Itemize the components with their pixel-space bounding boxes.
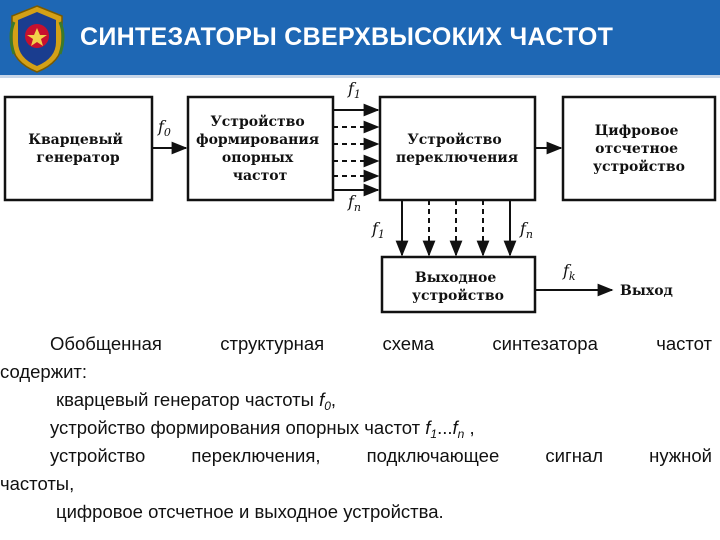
f1-top-label: f1	[347, 80, 361, 101]
item-quartz: кварцевый генератор частоты f0,	[56, 389, 337, 413]
quartz-generator-block	[3, 95, 154, 202]
f1-bottom-label: f1	[371, 219, 385, 241]
intro-line: Обобщенная структурная схема синтезатора…	[50, 333, 712, 354]
f0-label: f0	[157, 117, 171, 139]
quartz-generator-label: Кварцевый генератор	[28, 131, 128, 166]
output-label: Выход	[620, 283, 673, 299]
switching-device-block	[378, 95, 537, 202]
item-readout-output: цифровое отсчетное и выходное устройства…	[56, 501, 444, 522]
fn-mid-label: fn	[347, 192, 361, 214]
item-reference: устройство формирования опорных частот f…	[50, 417, 475, 441]
description-text: Обобщенная структурная схема синтезатора…	[0, 330, 712, 526]
fk-label: fk	[562, 261, 576, 283]
digital-readout-label: Цифровое отсчетное устройство	[593, 123, 685, 175]
item-switching-continuation: частоты,	[0, 473, 75, 494]
intro-continuation: содержит:	[0, 361, 88, 382]
item-switching: устройство переключения, подключающее си…	[50, 445, 712, 466]
page-title: СИНТЕЗАТОРЫ СВЕРХВЫСОКИХ ЧАСТОТ	[80, 23, 614, 51]
block-diagram: Кварцевый генератор Устройство формирова…	[3, 80, 717, 314]
header-divider	[0, 75, 720, 78]
reference-frequency-label: Устройство формирования опорных частот	[196, 113, 324, 184]
switching-device-label: Устройство переключения	[396, 131, 518, 166]
fn-bottom-label: fn	[519, 219, 533, 241]
military-emblem-icon	[9, 5, 65, 73]
reference-frequency-block	[186, 95, 335, 202]
output-device-block	[380, 255, 537, 314]
digital-readout-block	[561, 95, 717, 202]
output-device-label: Выходное устройство	[412, 270, 504, 304]
header-bar: СИНТЕЗАТОРЫ СВЕРХВЫСОКИХ ЧАСТОТ	[0, 0, 720, 75]
